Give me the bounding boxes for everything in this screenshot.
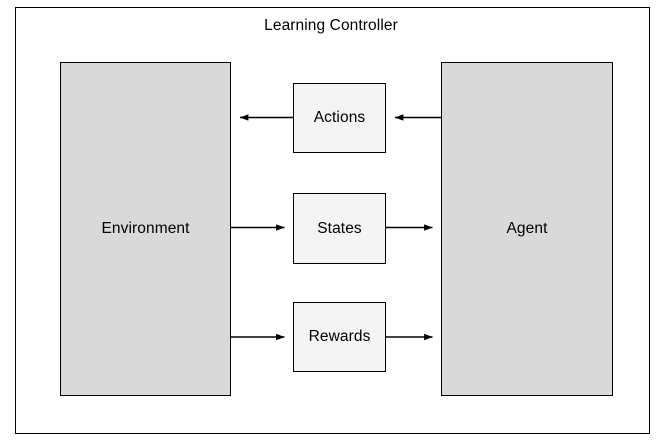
node-rewards[interactable]: Rewards	[293, 302, 386, 372]
node-states-label: States	[317, 219, 362, 237]
diagram-outer-frame	[15, 7, 650, 434]
node-agent[interactable]: Agent	[441, 62, 613, 396]
node-states[interactable]: States	[293, 193, 386, 264]
node-actions-label: Actions	[313, 109, 366, 126]
node-environment[interactable]: Environment	[60, 62, 231, 396]
node-rewards-label: Rewards	[308, 328, 371, 345]
node-environment-label: Environment	[101, 220, 190, 237]
node-actions[interactable]: Actions	[293, 83, 386, 153]
node-agent-label: Agent	[506, 220, 548, 237]
page-title: Learning Controller	[264, 17, 398, 34]
